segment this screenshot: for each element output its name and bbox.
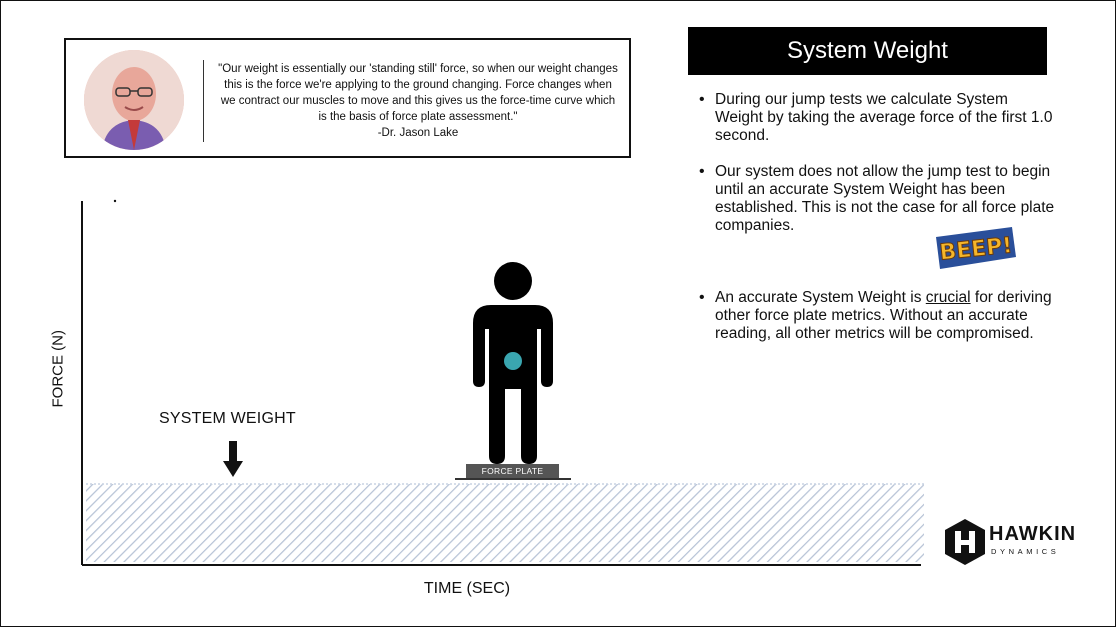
- hawkin-logo: HAWKIN DYNAMICS: [943, 517, 1077, 567]
- y-axis-label: FORCE (N): [49, 330, 67, 408]
- logo-word: HAWKIN: [989, 523, 1077, 545]
- force-plate-base: [455, 478, 571, 480]
- system-weight-band: [86, 484, 924, 562]
- avatar: [84, 50, 184, 150]
- axis-dot: [113, 199, 117, 203]
- quote-divider: [203, 60, 204, 142]
- quote-text: "Our weight is essentially our 'standing…: [218, 61, 618, 141]
- bullet-list: During our jump tests we calculate Syste…: [698, 91, 1058, 343]
- page-title: System Weight: [688, 27, 1047, 75]
- system-weight-label: SYSTEM WEIGHT: [159, 410, 296, 427]
- quote-body: "Our weight is essentially our 'standing…: [218, 63, 618, 123]
- quote-box: "Our weight is essentially our 'standing…: [64, 38, 631, 158]
- logo-subtitle: DYNAMICS: [991, 547, 1060, 556]
- hexagon-logo-icon: [945, 519, 985, 565]
- beep-icon: BEEP!: [936, 227, 1016, 269]
- bullet-crucial-post: for deriving other force plate metrics. …: [715, 289, 1052, 342]
- bullet-crucial-pre: An accurate System Weight is: [715, 289, 926, 306]
- quote-author: -Dr. Jason Lake: [377, 127, 459, 139]
- person-figure: [473, 262, 553, 464]
- force-plate: FORCE PLATE: [466, 464, 559, 478]
- center-of-mass-dot: [504, 352, 522, 370]
- x-axis-label: TIME (SEC): [423, 580, 511, 597]
- bullet-system-weight-calc: During our jump tests we calculate Syste…: [698, 91, 1058, 145]
- down-arrow-icon: [223, 441, 243, 477]
- crucial-emphasis: crucial: [925, 289, 971, 306]
- bullet-crucial: An accurate System Weight is crucial for…: [698, 289, 1058, 343]
- bullet-accurate-weight: Our system does not allow the jump test …: [698, 163, 1058, 235]
